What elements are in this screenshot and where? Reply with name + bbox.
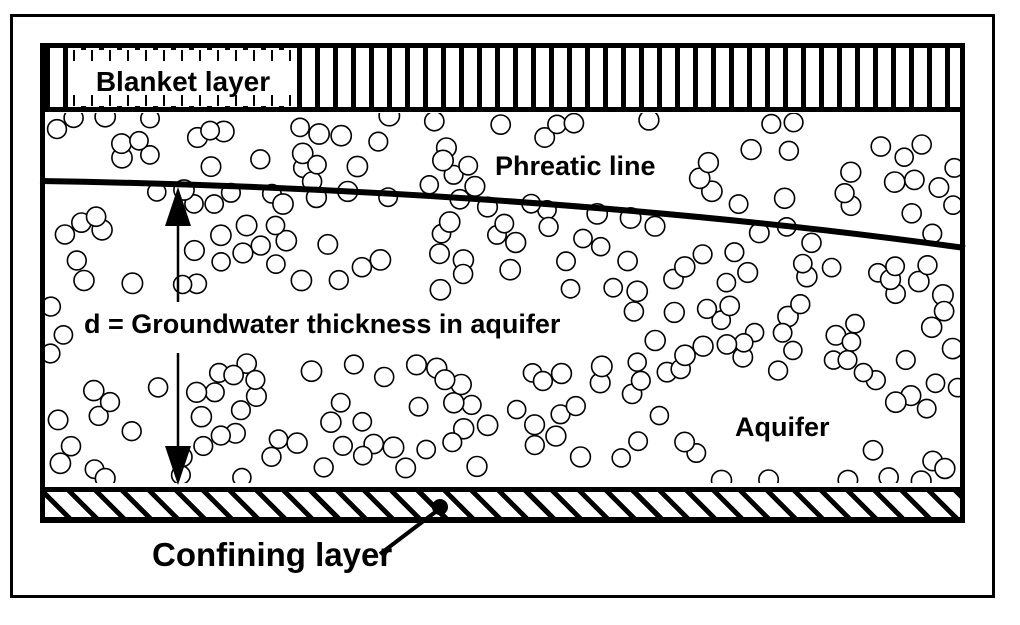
groundwater-thickness-label: d = Groundwater thickness in aquifer	[76, 303, 569, 347]
blanket-layer-label-box: Blanket layer	[73, 50, 293, 106]
aquifer-label: Aquifer	[727, 410, 838, 446]
thickness-dimension-arrow	[165, 187, 191, 485]
arrowhead-up-icon	[165, 187, 191, 226]
leader-dot-icon	[432, 499, 448, 515]
confining-layer-label: Confining layer	[152, 536, 393, 573]
blanket-layer-label: Blanket layer	[95, 66, 271, 97]
arrowhead-down-icon	[165, 446, 191, 485]
confining-layer-leader	[378, 499, 448, 556]
phreatic-line-label: Phreatic line	[488, 150, 663, 184]
aquifer-confining-boundary	[45, 487, 960, 492]
hatch-ticks-top	[73, 50, 293, 61]
blanket-aquifer-boundary	[45, 107, 960, 112]
hatch-ticks-bottom	[73, 95, 293, 106]
phreatic-line-path	[39, 178, 966, 251]
confining-layer-band	[45, 492, 960, 517]
aquifer-granular-texture	[45, 113, 960, 483]
